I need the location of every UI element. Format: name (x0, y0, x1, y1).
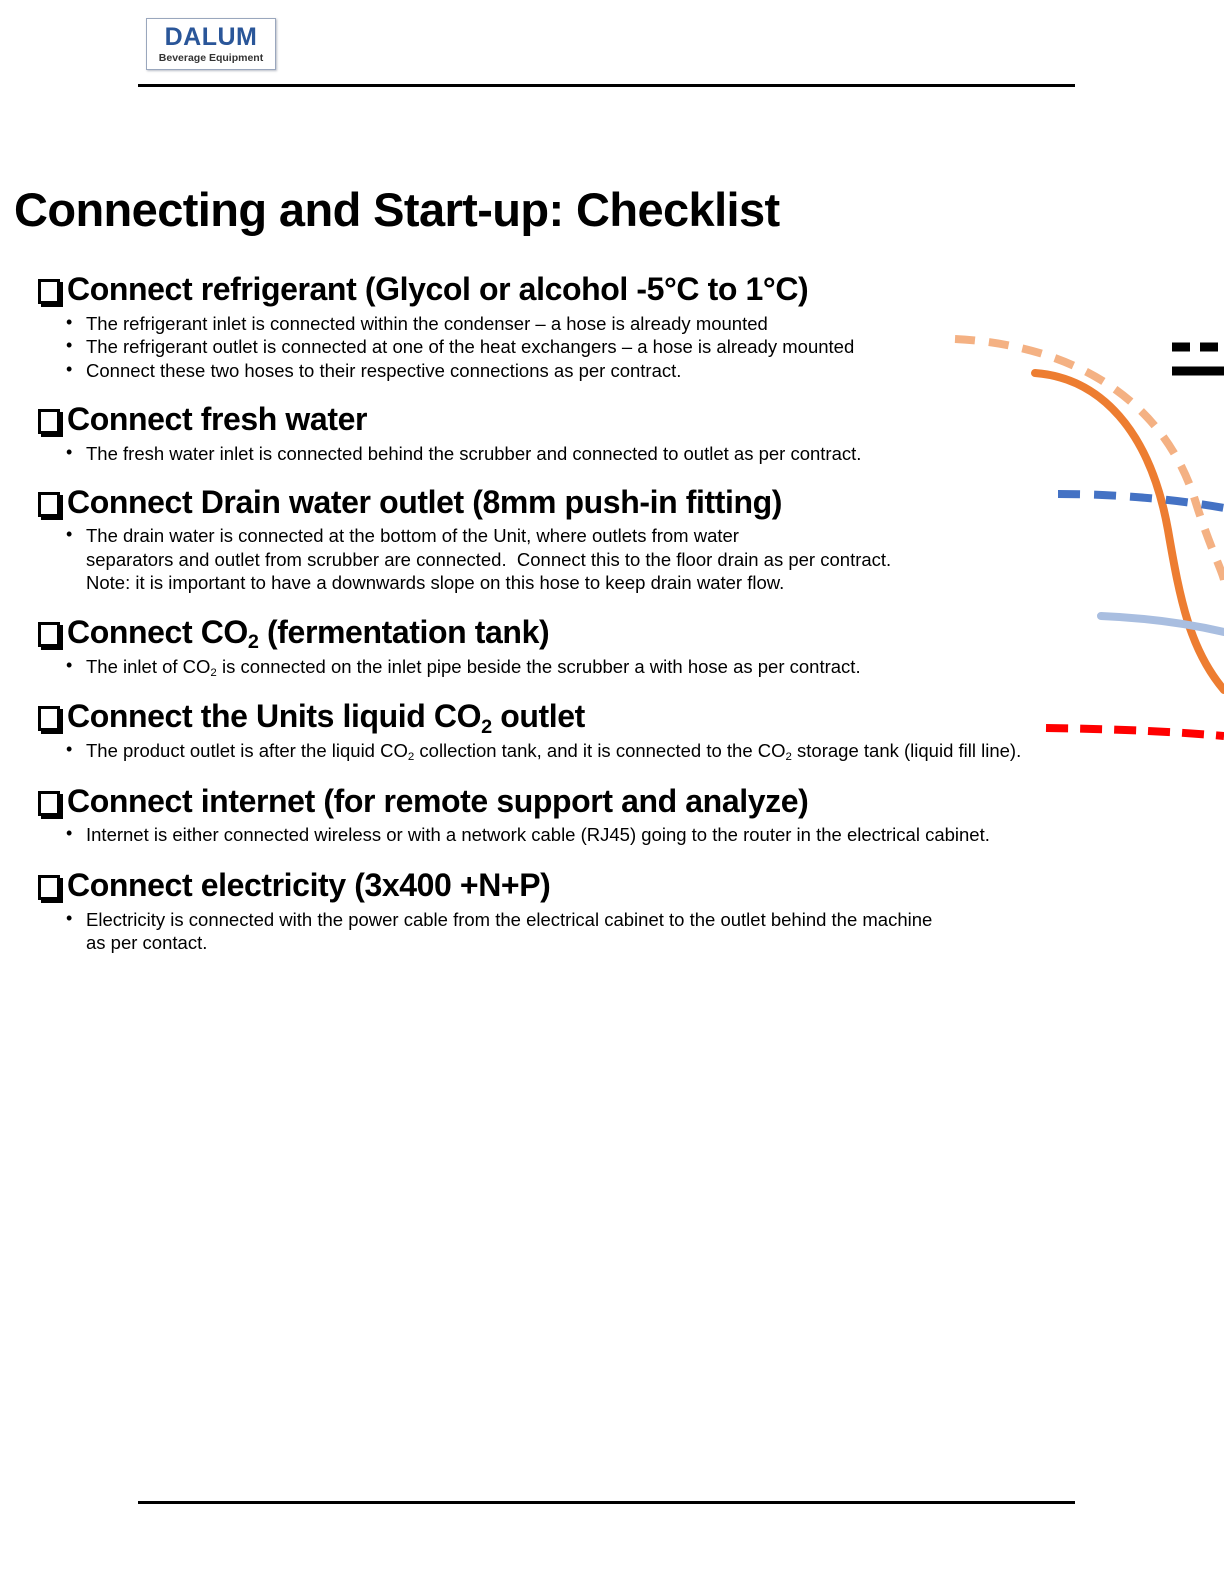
heading-text: Connect refrigerant (Glycol or alcohol -… (67, 271, 809, 307)
checklist-content: Connect refrigerant (Glycol or alcohol -… (38, 271, 1224, 955)
checklist-heading-electricity[interactable]: Connect electricity (3x400 +N+P) (38, 866, 1224, 904)
list-item: Internet is either connected wireless or… (38, 822, 1224, 846)
list-item: The refrigerant outlet is connected at o… (38, 334, 1224, 358)
checkbox-icon[interactable] (38, 706, 60, 732)
checklist-heading-internet[interactable]: Connect internet (for remote support and… (38, 782, 1224, 820)
checklist-heading-fresh-water[interactable]: Connect fresh water (38, 401, 1224, 438)
heading-text: Connect fresh water (67, 401, 368, 438)
subscript: 2 (247, 631, 259, 654)
subscript: 2 (785, 751, 792, 764)
subscript: 2 (481, 715, 492, 738)
checkbox-icon[interactable] (38, 491, 60, 517)
checkbox-icon[interactable] (38, 621, 60, 647)
list-item: The refrigerant inlet is connected withi… (38, 311, 1224, 335)
heading-text: Connect electricity (3x400 +N+P) (67, 866, 551, 903)
page-title: Connecting and Start-up: Checklist (14, 183, 780, 236)
checklist-section-electricity: Connect electricity (3x400 +N+P) Electri… (38, 866, 1224, 955)
heading-text: Connect CO2 (fermentation tank) (67, 613, 550, 654)
checklist-heading-co2-fermentation[interactable]: Connect CO2 (fermentation tank) (38, 613, 1224, 654)
list-item: The fresh water inlet is connected behin… (38, 441, 1224, 465)
checklist-heading-liquid-co2-outlet[interactable]: Connect the Units liquid CO2 outlet (38, 698, 1224, 738)
checklist-section-refrigerant: Connect refrigerant (Glycol or alcohol -… (38, 271, 1224, 382)
subscript: 2 (210, 666, 217, 679)
bullet-list-liquid-co2-outlet: The product outlet is after the liquid C… (38, 738, 1224, 764)
heading-text: Connect Drain water outlet (8mm push-in … (67, 483, 783, 520)
company-logo: DALUM Beverage Equipment (146, 18, 276, 70)
bullet-list-drain-water: The drain water is connected at the bott… (38, 523, 1224, 594)
list-item: The product outlet is after the liquid C… (38, 738, 1224, 764)
bullet-list-refrigerant: The refrigerant inlet is connected withi… (38, 311, 1224, 382)
checklist-heading-drain-water[interactable]: Connect Drain water outlet (8mm push-in … (38, 483, 1224, 521)
checklist-section-drain-water: Connect Drain water outlet (8mm push-in … (38, 483, 1224, 595)
list-item: The inlet of CO2 is connected on the inl… (38, 654, 1224, 679)
logo-tagline-text: Beverage Equipment (158, 51, 264, 64)
list-item: Electricity is connected with the power … (38, 907, 1224, 955)
heading-text: Connect internet (for remote support and… (67, 782, 809, 819)
subscript: 2 (407, 751, 415, 764)
checkbox-icon[interactable] (38, 409, 60, 435)
checklist-heading-refrigerant[interactable]: Connect refrigerant (Glycol or alcohol -… (38, 271, 1224, 308)
logo-brand-text: DALUM (164, 22, 258, 51)
bullet-list-internet: Internet is either connected wireless or… (38, 822, 1224, 846)
checklist-section-liquid-co2-outlet: Connect the Units liquid CO2 outlet The … (38, 698, 1224, 764)
bullet-list-fresh-water: The fresh water inlet is connected behin… (38, 441, 1224, 465)
header-divider-rule (138, 84, 1075, 87)
list-item: Connect these two hoses to their respect… (38, 358, 1224, 382)
heading-text: Connect the Units liquid CO2 outlet (67, 698, 585, 738)
checkbox-icon[interactable] (38, 790, 60, 816)
bullet-list-co2-fermentation: The inlet of CO2 is connected on the inl… (38, 654, 1224, 679)
checklist-section-internet: Connect internet (for remote support and… (38, 782, 1224, 847)
checklist-section-co2-fermentation: Connect CO2 (fermentation tank) The inle… (38, 613, 1224, 679)
bullet-list-electricity: Electricity is connected with the power … (38, 907, 1224, 955)
checkbox-icon[interactable] (38, 279, 60, 304)
checkbox-icon[interactable] (38, 874, 60, 900)
footer-divider-rule (138, 1501, 1075, 1504)
checklist-section-fresh-water: Connect fresh water The fresh water inle… (38, 401, 1224, 465)
list-item: The drain water is connected at the bott… (38, 523, 1224, 594)
